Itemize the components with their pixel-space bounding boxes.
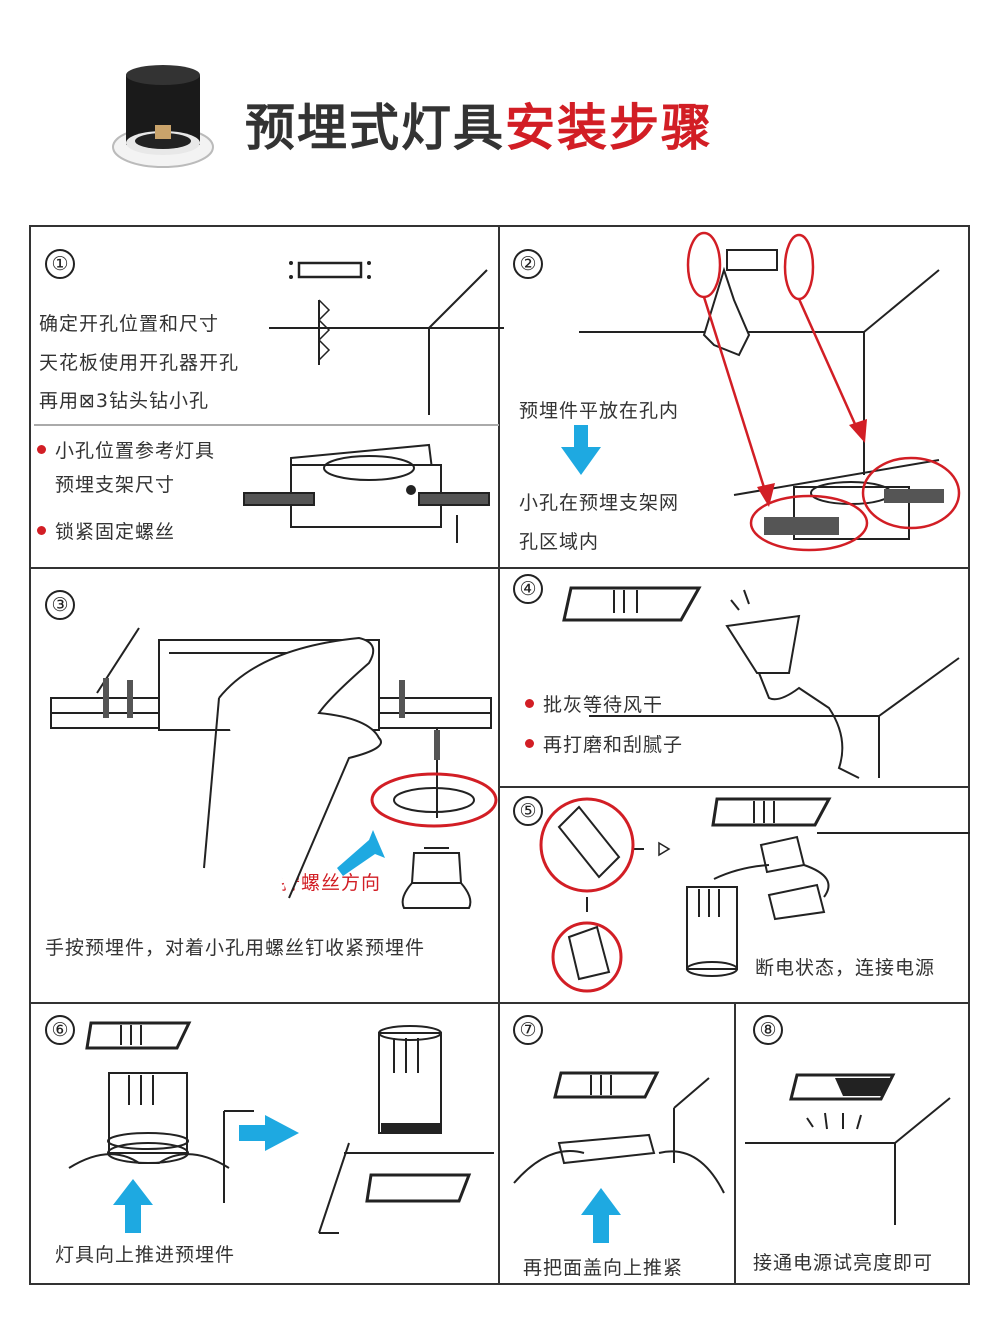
step-6-panel: ⑥ 灯具向上推进预埋件 [29,1003,499,1285]
step-5-panel: ⑤ 断电状态，连接电源 [499,787,970,1003]
step-8-caption: 接通电源试亮度即可 [753,1252,934,1274]
step-1-bullet-1: 小孔位置参考灯具 [37,436,215,463]
step-1-line-2: 天花板使用开孔器开孔 [39,352,240,374]
step-4-bullet-1: 批灰等待风干 [525,690,663,717]
step-3-screw-direction-label: 拧螺丝方向 [281,872,382,894]
step-6-number: ⑥ [45,1015,75,1045]
step-5-caption: 断电状态，连接电源 [755,957,936,979]
step-6-caption: 灯具向上推进预埋件 [55,1244,236,1266]
step-7-panel: ⑦ 再把面盖向上推紧 [499,1003,735,1285]
bullet-dot [37,526,46,535]
step-1-number: ① [45,249,75,279]
step-8-illustration [745,1073,951,1225]
step-2-line-3: 孔区域内 [519,531,600,553]
step-7-caption: 再把面盖向上推紧 [523,1257,684,1279]
bullet-dot [37,445,46,454]
step-4-bullet-2: 再打磨和刮腻子 [525,730,683,757]
bullet-dot [525,699,534,708]
step-3-number: ③ [45,590,75,620]
step-2-number: ② [513,249,543,279]
step-8-panel: ⑧ 接通电源试亮度即可 [735,1003,970,1285]
title-part-1: 预埋式灯具 [245,99,505,157]
step-4-panel: ④ 批灰等待风干 再打磨和刮腻子 [499,568,970,787]
step-2-line-2: 小孔在预埋支架网 [519,492,680,514]
title-part-2: 安装步骤 [505,99,713,157]
bullet-dot [525,739,534,748]
step-3-panel: ③ 拧螺丝方向 手按预埋件，对着小孔用螺丝钉收紧预埋件 [29,568,499,1003]
step-8-number: ⑧ [753,1015,783,1045]
step-1-bullet-2: 锁紧固定螺丝 [37,517,175,544]
step-1-line-3: 再用⊠3钻头钻小孔 [39,390,210,412]
page-title: 预埋式灯具安装步骤 [245,88,713,160]
step-5-illustration [539,797,970,993]
step-2-panel: ② 预埋件平放在孔内 小孔在预埋支架网 孔区域内 [499,225,970,568]
step-6-illustration [68,1021,494,1234]
step-5-number: ⑤ [513,796,543,826]
step-1-line-1: 确定开孔位置和尺寸 [39,313,220,335]
step-7-number: ⑦ [513,1015,543,1045]
step-1-illustration [34,261,504,543]
step-3-caption: 手按预埋件，对着小孔用螺丝钉收紧预埋件 [45,937,426,959]
step-2-illustration [561,231,961,552]
step-1-bullet-1-cont: 预埋支架尺寸 [55,474,176,496]
step-4-number: ④ [513,574,543,604]
step-3-illustration [50,627,498,909]
step-2-line-1: 预埋件平放在孔内 [519,400,680,422]
step-1-panel: ① 确定开孔位置和尺寸 天花板使用开孔器开孔 再用⊠3钻头钻小孔 小孔位置参考灯… [29,225,504,568]
step-4-illustration [562,586,960,779]
step-7-illustration [513,1071,725,1243]
downlight-product-icon [108,55,218,175]
